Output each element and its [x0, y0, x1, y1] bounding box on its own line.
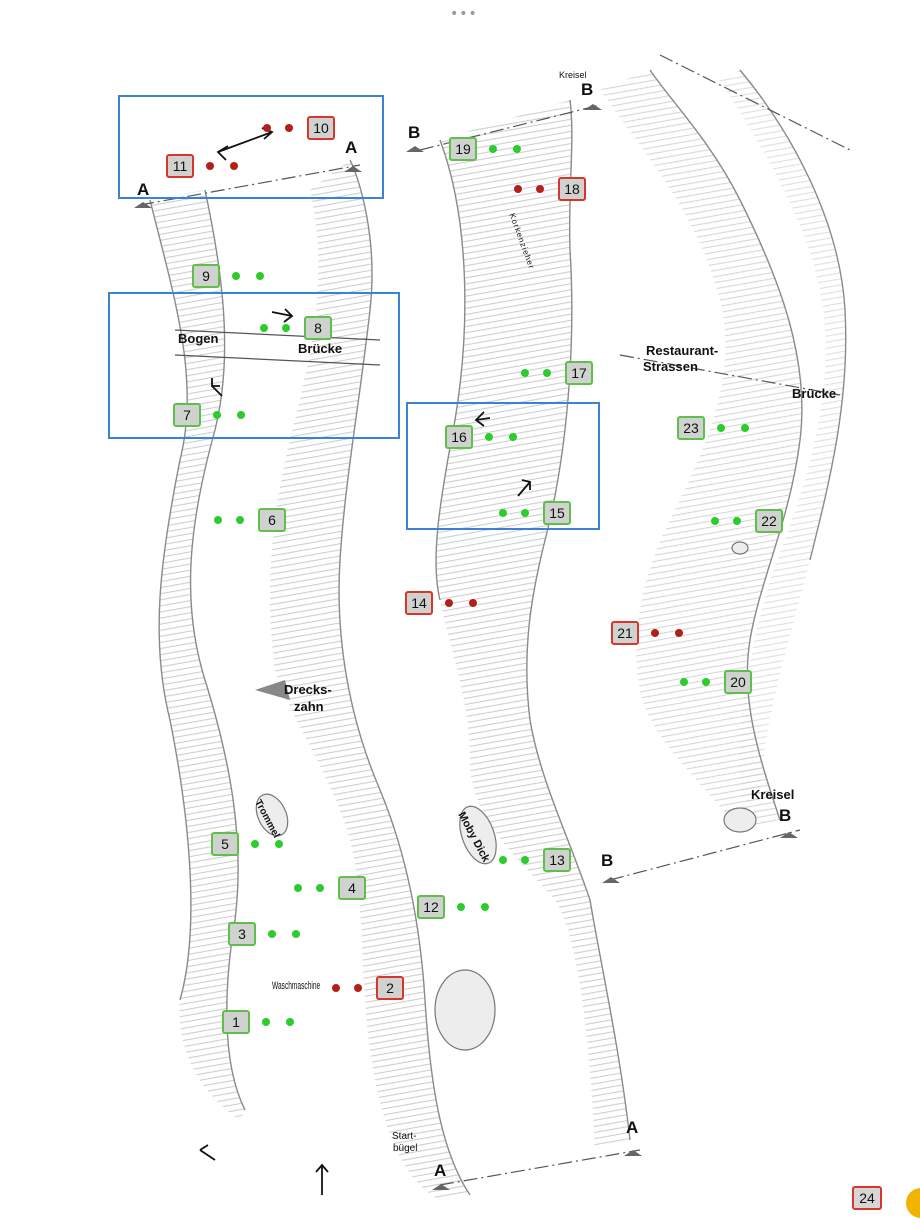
station-16-dot-1	[485, 433, 493, 441]
frame-15-16	[406, 402, 600, 530]
station-17: 17	[565, 361, 593, 385]
label-bruecke-left: Brücke	[298, 341, 343, 356]
station-7: 7	[173, 403, 201, 427]
gate-a-bottom-right: A	[626, 1118, 639, 1137]
station-23-dot-1	[717, 424, 725, 432]
label-start-1: Start-	[392, 1131, 417, 1142]
gate-b-top: B	[408, 123, 421, 142]
station-5: 5	[211, 832, 239, 856]
station-6-dot-2	[236, 516, 244, 524]
station-22: 22	[755, 509, 783, 533]
station-22-dot-2	[733, 517, 741, 525]
station-8-dot-1	[260, 324, 268, 332]
station-12-dot-2	[481, 903, 489, 911]
station-8-dot-2	[282, 324, 290, 332]
station-4-dot-2	[316, 884, 324, 892]
page-number: 24	[852, 1186, 882, 1210]
label-dreck-1: Drecks-	[284, 682, 332, 697]
station-20-dot-2	[702, 678, 710, 686]
station-9: 9	[192, 264, 220, 288]
station-6: 6	[258, 508, 286, 532]
station-19: 19	[449, 137, 477, 161]
station-20: 20	[724, 670, 752, 694]
station-22-dot-1	[711, 517, 719, 525]
gate-a-bottom: A	[434, 1161, 447, 1180]
station-18: 18	[558, 177, 586, 201]
station-5-dot-2	[275, 840, 283, 848]
gate-a-top-left: A	[137, 180, 150, 199]
label-waschmaschine: Waschmaschine	[272, 980, 321, 992]
station-13-dot-1	[499, 856, 507, 864]
station-2-dot-1	[332, 984, 340, 992]
station-17-dot-1	[521, 369, 529, 377]
station-5-dot-1	[251, 840, 259, 848]
label-start-2: bügel	[393, 1143, 418, 1154]
station-7-dot-1	[213, 411, 221, 419]
station-11-dot-1	[206, 162, 214, 170]
label-dreck-2: zahn	[294, 699, 324, 714]
station-15-dot-1	[499, 509, 507, 517]
label-kreisel-top: Kreisel	[559, 70, 587, 80]
station-7-dot-2	[237, 411, 245, 419]
station-21-dot-1	[651, 629, 659, 637]
frame-10-11	[118, 95, 384, 199]
station-21: 21	[611, 621, 639, 645]
station-14: 14	[405, 591, 433, 615]
station-3-dot-2	[292, 930, 300, 938]
gate-b-bottom-right: B	[779, 806, 792, 825]
station-23-dot-2	[741, 424, 749, 432]
station-10: 10	[307, 116, 335, 140]
station-1-dot-2	[286, 1018, 294, 1026]
gate-a-top: A	[345, 138, 358, 157]
station-10-dot-1	[263, 124, 271, 132]
station-16: 16	[445, 425, 473, 449]
station-3: 3	[228, 922, 256, 946]
station-14-dot-2	[469, 599, 477, 607]
corner-badge[interactable]	[906, 1188, 920, 1218]
station-8: 8	[304, 316, 332, 340]
station-2: 2	[376, 976, 404, 1000]
station-15: 15	[543, 501, 571, 525]
station-23: 23	[677, 416, 705, 440]
station-11-dot-2	[230, 162, 238, 170]
station-19-dot-2	[513, 145, 521, 153]
gate-b-bottom: B	[601, 851, 614, 870]
label-bruecke-right: Brücke	[792, 386, 837, 401]
station-12-dot-1	[457, 903, 465, 911]
label-restaurant-1: Restaurant-	[646, 343, 719, 358]
station-4-dot-1	[294, 884, 302, 892]
station-19-dot-1	[489, 145, 497, 153]
station-1: 1	[222, 1010, 250, 1034]
station-15-dot-2	[521, 509, 529, 517]
station-21-dot-2	[675, 629, 683, 637]
window-handle[interactable]: •••	[450, 6, 478, 22]
station-13-dot-2	[521, 856, 529, 864]
station-10-dot-2	[285, 124, 293, 132]
station-18-dot-1	[514, 185, 522, 193]
station-3-dot-1	[268, 930, 276, 938]
station-2-dot-2	[354, 984, 362, 992]
frame-7-8	[108, 292, 400, 439]
station-16-dot-2	[509, 433, 517, 441]
station-13: 13	[543, 848, 571, 872]
label-kreisel-bottom: Kreisel	[751, 787, 795, 802]
station-1-dot-1	[262, 1018, 270, 1026]
station-6-dot-1	[214, 516, 222, 524]
label-bogen: Bogen	[178, 331, 219, 346]
station-11: 11	[166, 154, 194, 178]
station-12: 12	[417, 895, 445, 919]
label-restaurant-2: Strassen	[643, 359, 698, 374]
gate-b-top-right: B	[581, 80, 594, 99]
station-18-dot-2	[536, 185, 544, 193]
station-14-dot-1	[445, 599, 453, 607]
station-4: 4	[338, 876, 366, 900]
station-20-dot-1	[680, 678, 688, 686]
station-9-dot-1	[232, 272, 240, 280]
station-17-dot-2	[543, 369, 551, 377]
station-9-dot-2	[256, 272, 264, 280]
